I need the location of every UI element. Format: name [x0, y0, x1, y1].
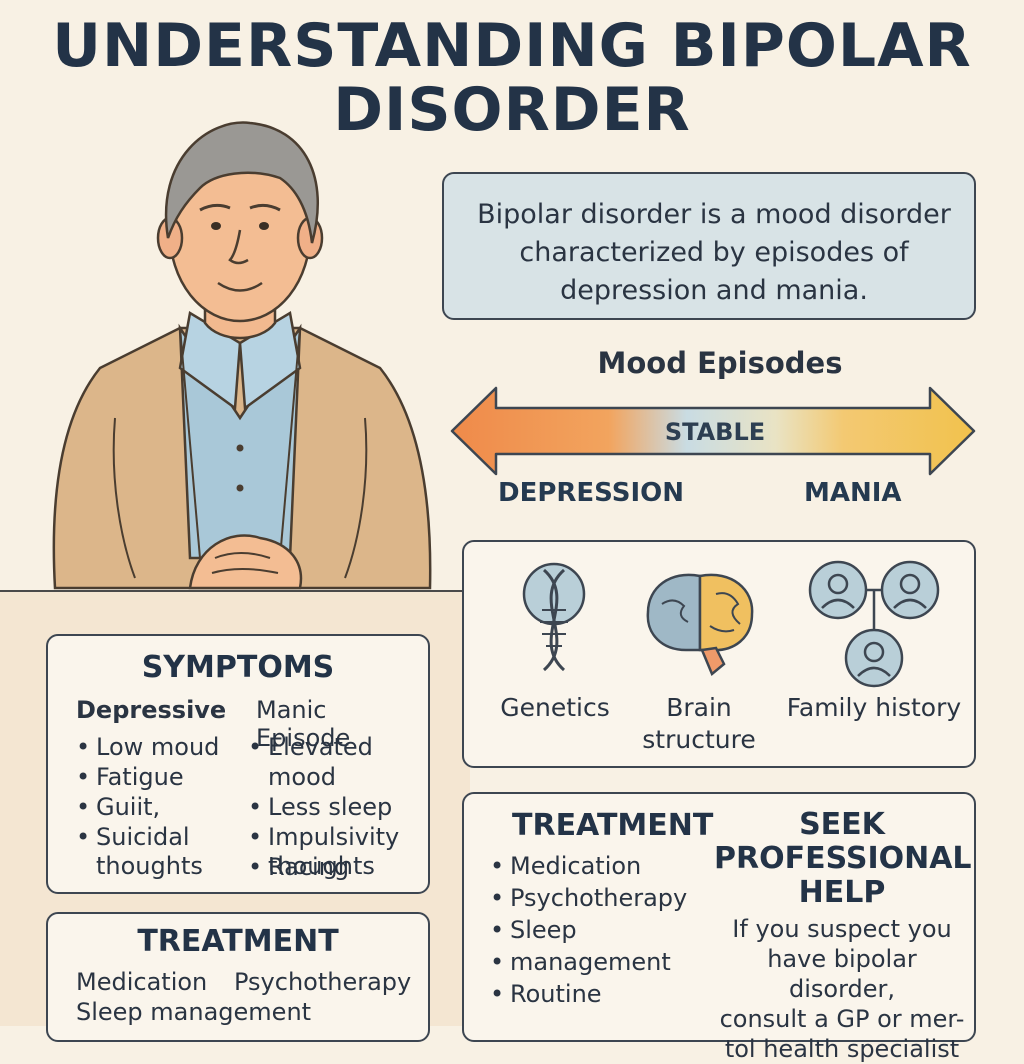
symptoms-heading: SYMPTOMS	[141, 650, 335, 685]
treatment-right-heading: TREATMENT	[512, 808, 714, 843]
list-item: management	[490, 946, 687, 978]
list-item: Fatigue	[76, 762, 219, 792]
seek-help-text: If you suspect you have bipolar disorder…	[719, 915, 965, 1063]
definition-line-3: depression and mania.	[560, 275, 868, 306]
manic-continuation: thoughts	[268, 852, 375, 880]
title-line-1: UNDERSTANDING BIPOLAR	[52, 11, 972, 81]
cause-label-brain: Brain structure	[642, 693, 756, 754]
stable-label: STABLE	[664, 418, 766, 446]
list-item: Less sleep	[248, 792, 428, 822]
treatment-left-item-3: Sleep management	[76, 998, 312, 1026]
definition-line-1: Bipolar disorder is a mood disorder	[477, 199, 951, 230]
depressive-list: Low moud Fatigue Guiit, Suicidal	[76, 732, 219, 852]
symptoms-box: SYMPTOMS Depressive Manic Episode Low mo…	[46, 634, 430, 894]
mood-spectrum-arrow	[450, 386, 976, 476]
list-item: Sleep	[490, 914, 687, 946]
family-icon	[808, 560, 940, 688]
definition-box: Bipolar disorder is a mood disorder char…	[442, 172, 976, 320]
list-item: Elevated mood	[248, 732, 428, 792]
treatment-left-item-1: Medication	[76, 968, 208, 996]
treatment-left-heading: TREATMENT	[137, 924, 339, 959]
treatment-box-left: TREATMENT Medication Psychotherapy Sleep…	[46, 912, 430, 1042]
definition-line-2: characterized by episodes of	[519, 237, 909, 268]
causes-box: Genetics Brain structure Family history	[462, 540, 976, 768]
person-illustration	[52, 121, 432, 590]
page-title: UNDERSTANDING BIPOLAR DISORDER	[0, 14, 1024, 142]
title-line-2: DISORDER	[333, 75, 691, 145]
cause-label-family: Family history	[786, 693, 962, 722]
list-item: Routine	[490, 978, 687, 1010]
brain-icon	[646, 573, 754, 677]
dna-icon	[522, 562, 586, 672]
cause-label-genetics: Genetics	[500, 693, 610, 722]
list-item: Racing	[248, 852, 428, 882]
list-item: Low moud	[76, 732, 219, 762]
depressive-continuation: thoughts	[96, 852, 203, 880]
depression-label: DEPRESSION	[498, 478, 684, 508]
treatment-help-box: TREATMENT Medication Psychotherapy Sleep…	[462, 792, 976, 1063]
treatment-left-item-2: Psychotherapy	[234, 968, 412, 996]
manic-list: Elevated mood Less sleep Impulsivity Rac…	[248, 732, 428, 882]
seek-help-heading: SEEK PROFESSIONAL HELP	[714, 807, 972, 910]
mood-episodes-title: Mood Episodes	[597, 346, 843, 380]
mania-label: MANIA	[804, 478, 902, 508]
treatment-right-list: Medication Psychotherapy Sleep managemen…	[490, 850, 687, 1010]
list-item: Suicidal	[76, 822, 219, 852]
depressive-heading: Depressive	[76, 696, 227, 724]
list-item: Medication	[490, 850, 687, 882]
list-item: Impulsivity	[248, 822, 428, 852]
list-item: Psychotherapy	[490, 882, 687, 914]
list-item: Guiit,	[76, 792, 219, 822]
